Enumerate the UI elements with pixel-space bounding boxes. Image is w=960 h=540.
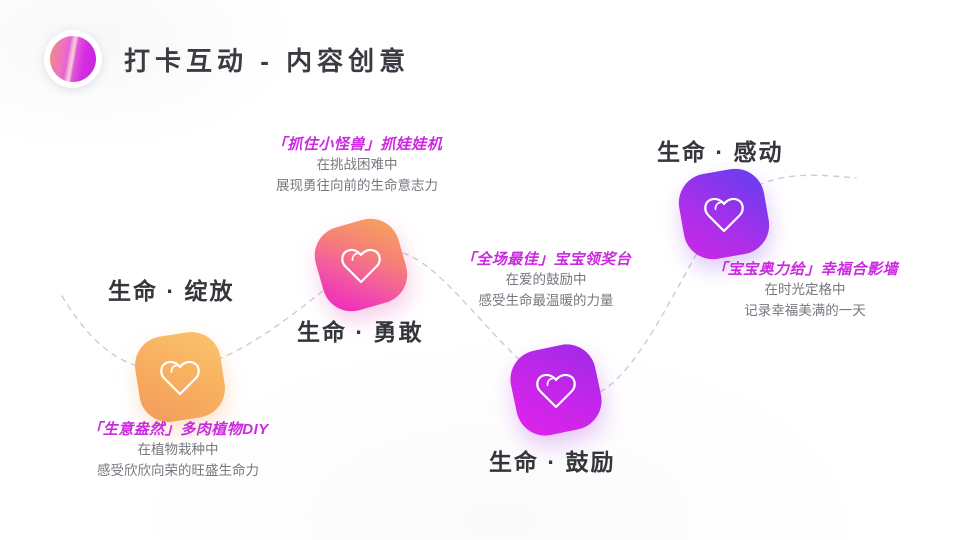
- node-blossom-caption-line-1: 在植物栽种中: [137, 442, 219, 458]
- node-blossom-label: 生命 · 绽放: [108, 278, 235, 304]
- node-blossom-caption-title: 「生意盎然」多肉植物DIY: [87, 421, 269, 438]
- node-blossom-blob[interactable]: [130, 327, 230, 427]
- node-brave-caption: 「抓住小怪兽」抓娃娃机 在挑战困难中 展现勇往向前的生命意志力: [272, 135, 443, 197]
- node-brave-caption-line-2: 展现勇往向前的生命意志力: [275, 178, 438, 194]
- heart-icon: [536, 373, 576, 409]
- header: 打卡互动 - 内容创意: [44, 30, 410, 88]
- logo-gradient-core: [50, 36, 96, 82]
- node-encourage-caption-line-1: 在爱的鼓励中: [505, 272, 587, 288]
- node-touched-blob[interactable]: [674, 164, 774, 264]
- node-encourage-caption: 「全场最佳」宝宝领奖台 在爱的鼓励中 感受生命最温暖的力量: [461, 250, 632, 312]
- node-brave-caption-title: 「抓住小怪兽」抓娃娃机: [271, 136, 443, 153]
- node-touched-caption-title: 「宝宝奥力给」幸福合影墙: [711, 261, 899, 278]
- logo-icon: [44, 30, 102, 88]
- node-blossom-caption-line-2: 感受欣欣向荣的旺盛生命力: [96, 463, 259, 479]
- node-brave-label: 生命 · 勇敢: [297, 319, 424, 345]
- heart-icon: [160, 360, 200, 396]
- node-touched-label: 生命 · 感动: [657, 139, 784, 165]
- heart-icon: [341, 248, 381, 284]
- node-brave-blob[interactable]: [307, 211, 415, 319]
- node-encourage-label: 生命 · 鼓励: [489, 449, 616, 475]
- node-blossom-caption: 「生意盎然」多肉植物DIY 在植物栽种中 感受欣欣向荣的旺盛生命力: [87, 420, 269, 482]
- page-title: 打卡互动 - 内容创意: [124, 45, 411, 76]
- node-touched-caption-line-1: 在时光定格中: [764, 282, 846, 298]
- node-encourage-blob[interactable]: [504, 338, 608, 442]
- node-brave-caption-line-1: 在挑战困难中: [316, 157, 398, 173]
- node-encourage-caption-line-2: 感受生命最温暖的力量: [478, 293, 614, 309]
- node-touched-caption-line-2: 记录幸福美满的一天: [744, 303, 866, 319]
- node-encourage-caption-title: 「全场最佳」宝宝领奖台: [460, 251, 632, 268]
- heart-icon: [704, 197, 744, 233]
- node-touched-caption: 「宝宝奥力给」幸福合影墙 在时光定格中 记录幸福美满的一天: [712, 260, 898, 322]
